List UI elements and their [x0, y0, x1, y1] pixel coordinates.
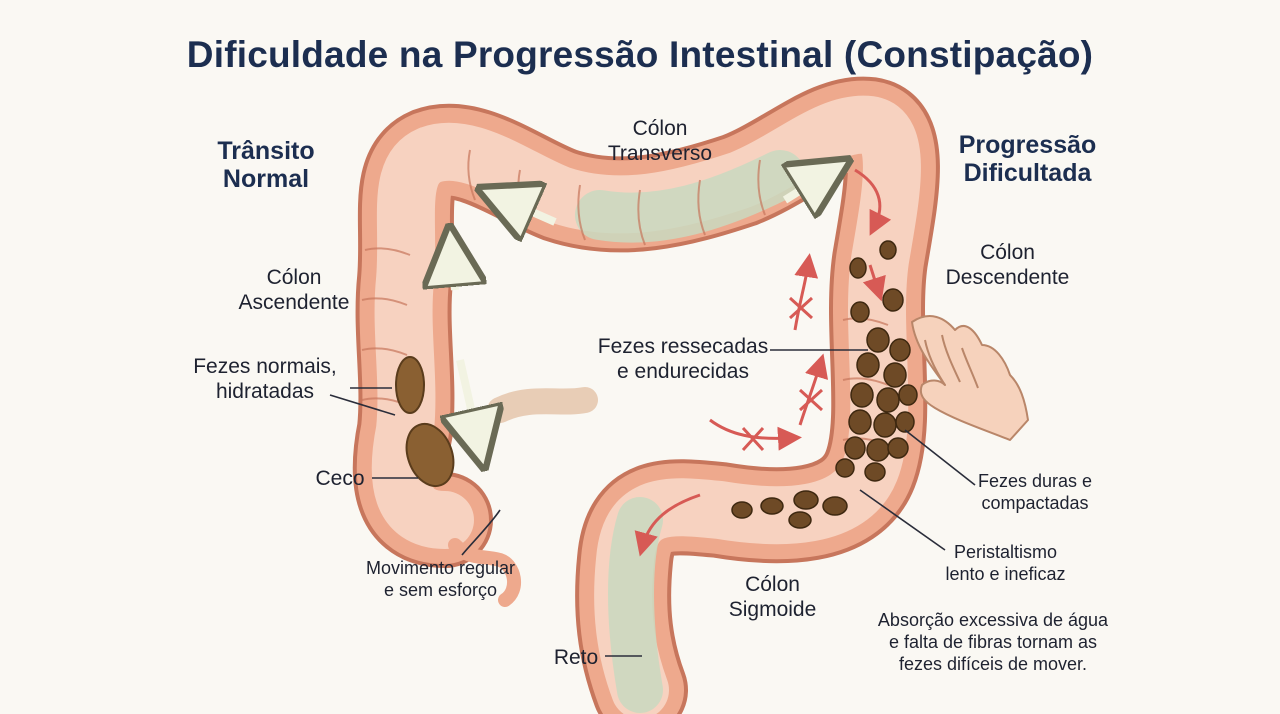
label-rectum: Reto [553, 646, 599, 669]
label-sigmoid-colon: Cólon Sigmoide [728, 573, 817, 621]
label-cecum: Ceco [315, 467, 365, 490]
page-title: Dificuldade na Progressão Intestinal (Co… [186, 34, 1094, 75]
small-intestine-stub [487, 387, 598, 423]
flow-arrows [452, 175, 825, 440]
hard-stool [731, 240, 918, 529]
label-normal-stool: Fezes normais, hidratadas [193, 355, 337, 403]
haustra-lines [361, 149, 889, 446]
heading-difficult-progression: Progressão Dificultada [958, 131, 1097, 187]
label-absorption-note: Absorção excessiva de água e falta de fi… [877, 610, 1109, 674]
label-descending-colon: Cólon Descendente [945, 241, 1070, 289]
block-x-marks [741, 296, 824, 452]
label-dry-stool: Fezes ressecadas e endurecidas [597, 335, 769, 383]
label-ascending-colon: Cólon Ascendente [238, 266, 350, 314]
label-transverse-colon: Cólon Transverso [607, 117, 713, 165]
appendix [448, 538, 521, 607]
blocked-arrows [634, 168, 892, 557]
leader-lines [329, 349, 976, 657]
colon-body [352, 76, 940, 714]
hand [911, 315, 1029, 441]
label-hard-stool: Fezes duras e compactadas [977, 471, 1093, 513]
heading-normal-transit: Trânsito Normal [217, 137, 315, 193]
label-regular-movement: Movimento regular e sem esforço [365, 558, 516, 600]
label-peristalsis: Peristaltismo lento e ineficaz [945, 542, 1066, 584]
